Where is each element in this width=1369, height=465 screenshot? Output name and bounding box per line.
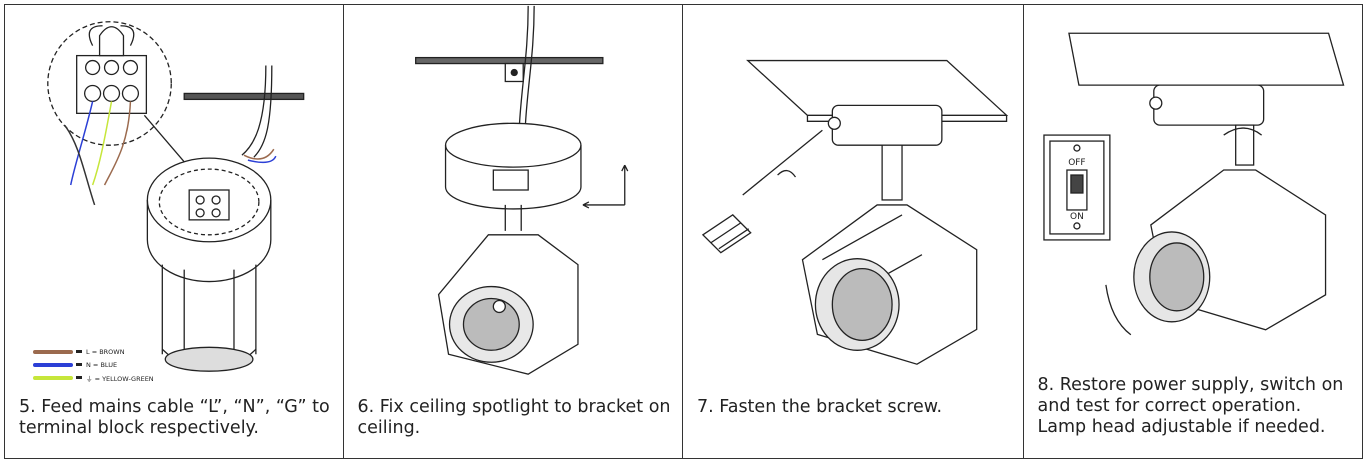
wire-tip-icon	[76, 363, 82, 366]
legend-label: N = BLUE	[86, 360, 118, 369]
step-caption: 6. Fix ceiling spotlight to bracket on c…	[357, 397, 671, 438]
legend-label: L = BROWN	[86, 347, 125, 356]
step-caption: 5. Feed mains cable “L”, “N”, “G” to ter…	[19, 397, 330, 438]
legend-row-ground: ⏚ = YELLOW-GREEN	[33, 371, 154, 384]
brown-wire-swatch	[33, 349, 73, 354]
test-operation-illustration: OFF ON	[1042, 32, 1344, 336]
instruction-strip: L = BROWN N = BLUE ⏚ = YELLOW-GREEN 5. F…	[4, 4, 1363, 459]
switch-on-label: ON	[1070, 212, 1084, 222]
legend-label: ⏚ = YELLOW-GREEN	[86, 374, 154, 383]
blue-wire-swatch	[33, 362, 73, 367]
legend-row-live: L = BROWN	[33, 345, 154, 358]
wiring-illustration	[47, 21, 305, 372]
step-8-panel: OFF ON 8. Restore power supply, switch o…	[1024, 5, 1363, 458]
legend-row-neutral: N = BLUE	[33, 358, 154, 371]
mounting-illustration	[414, 5, 628, 375]
wire-tip-icon	[76, 350, 82, 353]
step-6-panel: 6. Fix ceiling spotlight to bracket on c…	[344, 5, 683, 458]
screw-fastening-illustration	[701, 59, 1009, 365]
step-5-panel: L = BROWN N = BLUE ⏚ = YELLOW-GREEN 5. F…	[5, 5, 344, 458]
switch-off-label: OFF	[1068, 158, 1085, 168]
yellow-green-wire-swatch	[33, 375, 73, 380]
step-caption: 7. Fasten the bracket screw.	[697, 397, 943, 417]
step-caption: 8. Restore power supply, switch on and t…	[1037, 375, 1344, 437]
wire-tip-icon	[76, 376, 82, 379]
step-7-panel: 7. Fasten the bracket screw.	[683, 5, 1024, 458]
wire-legend: L = BROWN N = BLUE ⏚ = YELLOW-GREEN	[33, 345, 154, 384]
